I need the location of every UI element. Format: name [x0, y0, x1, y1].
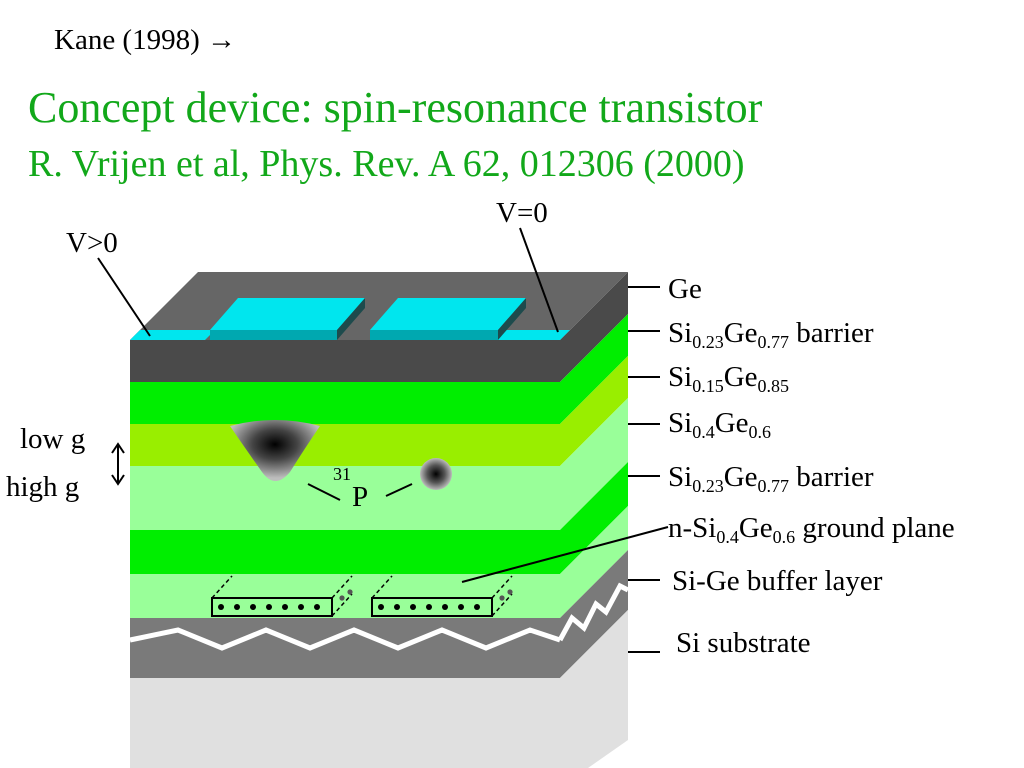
- label-donor-symbol: P: [352, 481, 368, 513]
- label-ground-plane: n-Si0.4Ge0.6 ground plane: [668, 512, 955, 547]
- side-substrate: [560, 610, 628, 768]
- pointer-p-left: [307, 483, 341, 501]
- layer-sige085-front: [130, 424, 560, 466]
- gate-pad-right-top: [370, 298, 526, 330]
- side-buffer: [560, 550, 628, 678]
- zigzag-front: [129, 627, 561, 651]
- gate-strip-left: [130, 330, 215, 340]
- label-sige06: Si0.4Ge0.6: [668, 407, 771, 442]
- layer-buffer-front: [130, 618, 560, 678]
- gate-pad-right-side: [498, 298, 526, 340]
- side-ground-plane: [560, 506, 628, 618]
- label-barrier-top: Si0.23Ge0.77 barrier: [668, 317, 874, 352]
- slide-title: Concept device: spin-resonance transisto…: [28, 83, 763, 132]
- layer-barrier-bottom-front: [130, 530, 560, 574]
- gate-strip-right: [495, 330, 570, 340]
- label-low-g: low g: [20, 423, 85, 455]
- gate-pad-right-front: [370, 330, 498, 340]
- zigzag-side: [557, 582, 630, 642]
- label-v-positive: V>0: [66, 227, 118, 259]
- side-barrier-bottom: [560, 462, 628, 574]
- label-substrate: Si substrate: [676, 627, 811, 659]
- double-arrow-icon: [111, 442, 125, 486]
- electron-cloud-high-g: [420, 458, 452, 490]
- layer-ge-front: [130, 340, 560, 382]
- side-ge: [560, 272, 628, 382]
- gate-pad-left-front: [210, 330, 337, 340]
- arrow-right-icon: →: [207, 24, 237, 56]
- pointer-v-left: [97, 257, 151, 337]
- pointer-p-right: [385, 483, 413, 497]
- slide-subtitle: R. Vrijen et al, Phys. Rev. A 62, 012306…: [28, 143, 745, 185]
- layer-sige06-front: [130, 466, 560, 530]
- ground-wire-left: [211, 575, 353, 617]
- side-barrier-top: [560, 314, 628, 424]
- label-ge: Ge: [668, 273, 702, 305]
- reference-citation: Kane (1998) →: [54, 26, 236, 55]
- layer-barrier-top-front: [130, 382, 560, 424]
- layer-substrate-front: [130, 678, 560, 768]
- reference-text: Kane (1998): [54, 24, 200, 56]
- label-high-g: high g: [6, 471, 79, 503]
- label-v-zero: V=0: [496, 197, 548, 229]
- label-sige085: Si0.15Ge0.85: [668, 361, 789, 396]
- side-sige06: [560, 398, 628, 530]
- pointer-v-right: [519, 227, 559, 333]
- pointer-ground-plane: [461, 526, 669, 583]
- label-barrier-bottom: Si0.23Ge0.77 barrier: [668, 461, 874, 496]
- gate-pad-left-top: [210, 298, 365, 330]
- label-buffer: Si-Ge buffer layer: [672, 565, 883, 597]
- label-donor-mass: 31: [333, 464, 351, 484]
- electron-cloud-low-g: [230, 420, 320, 481]
- layer-ground-plane-front: [130, 574, 560, 618]
- gate-pad-left-side: [337, 298, 365, 340]
- ground-wire-right: [371, 575, 513, 617]
- side-sige085: [560, 356, 628, 466]
